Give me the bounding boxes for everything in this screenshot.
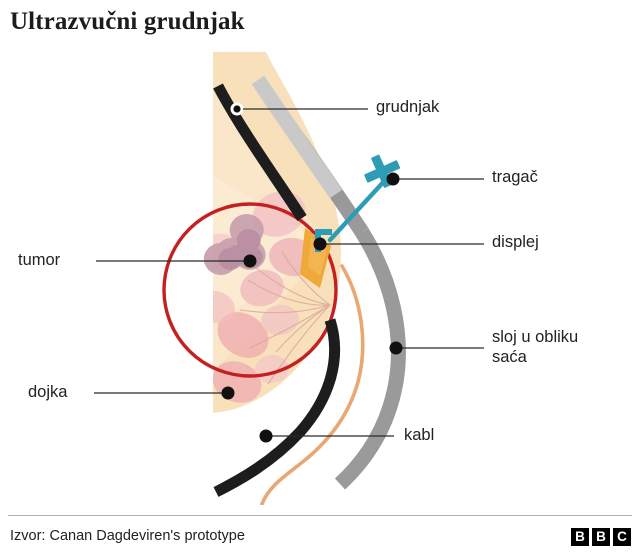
bra-outline [213,83,341,497]
honeycomb-strap-upper-light [251,75,343,199]
source-credit: Izvor: Canan Dagdeviren's prototype [10,528,245,544]
callout-leaders [94,108,484,437]
label-tumor: tumor [18,251,61,269]
dot-honeycomb [389,341,403,355]
label-grudnjak: grudnjak [376,98,440,116]
bbc-logo-letter-3: C [613,528,631,546]
label-sloj-u-obliku-saca: sloj u obliku saća [492,328,579,366]
transducer-anchor-dot [386,172,400,186]
dot-dojka [221,386,235,400]
bra-strap-lower [213,318,341,497]
bbc-logo-letter-2: B [592,528,610,546]
label-tragac: tragač [492,168,538,186]
ultrasound-bra-diagram [94,52,484,505]
honeycomb-arc [334,228,406,490]
tumor-highlight-circle [162,202,338,378]
label-kabl: kabl [404,426,435,444]
diagram-figure: grudnjak tragač displej sloj u obliku sa… [0,52,640,505]
label-dojka: dojka [28,383,68,401]
callout-dots [221,237,403,443]
bbc-logo-letter-1: B [571,528,589,546]
footer-divider [8,515,632,516]
cable [260,264,365,505]
label-displej: displej [492,233,539,251]
bbc-logo: B B C [571,528,631,546]
transducer-lead-line [327,174,391,243]
page-title: Ultrazvučni grudnjak [10,8,245,35]
dot-displej [313,237,327,251]
dot-kabl [259,429,273,443]
bra-anchor-marker [230,102,244,116]
bra-strap-upper [213,83,307,222]
dot-tumor [243,254,257,268]
